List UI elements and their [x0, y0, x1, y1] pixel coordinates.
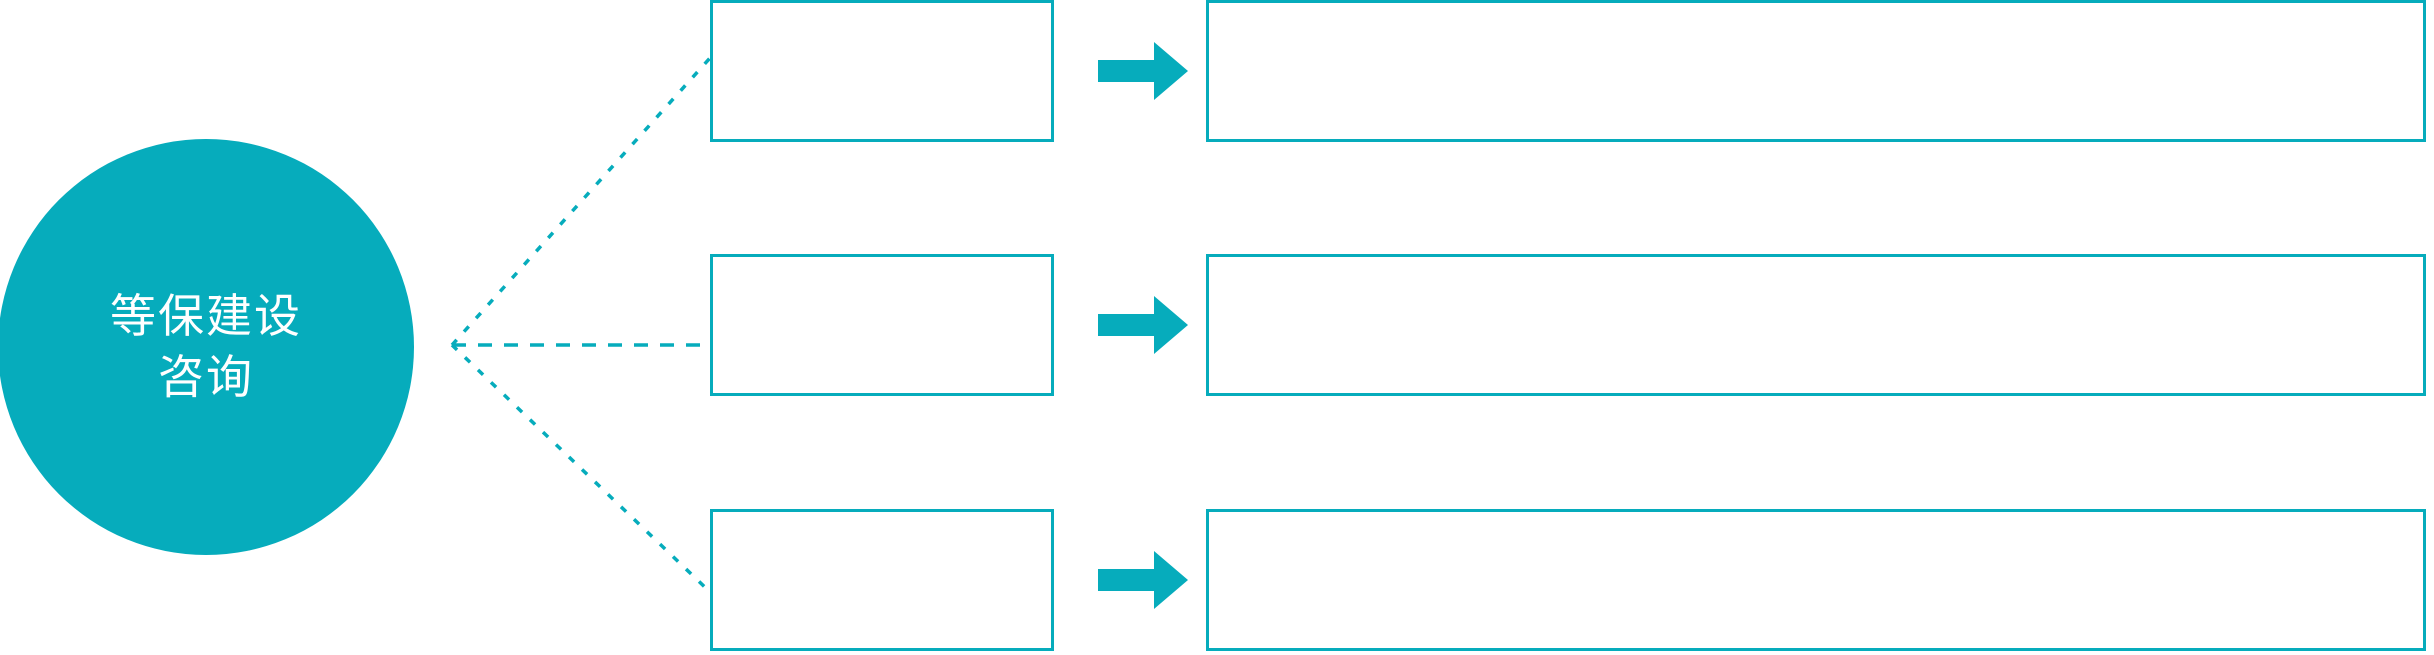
- detail-box-1[interactable]: [1206, 0, 2426, 142]
- arrow-right-icon: [1098, 42, 1188, 100]
- category-box-3[interactable]: [710, 509, 1054, 651]
- arrow-right-icon: [1098, 551, 1188, 609]
- arrow-right-icon: [1098, 296, 1188, 354]
- detail-box-2[interactable]: [1206, 254, 2426, 396]
- hub-title-line1: 等保建设: [110, 290, 302, 343]
- hub-circle[interactable]: 等保建设 咨询: [0, 139, 414, 555]
- detail-box-3[interactable]: [1206, 509, 2426, 651]
- category-box-1[interactable]: [710, 0, 1054, 142]
- diagram-row-1: [0, 0, 2434, 143]
- category-box-2[interactable]: [710, 254, 1054, 396]
- diagram-row-3: [0, 509, 2434, 652]
- hub-title-line2: 咨询: [158, 351, 254, 403]
- diagram-row-2: [0, 254, 2434, 397]
